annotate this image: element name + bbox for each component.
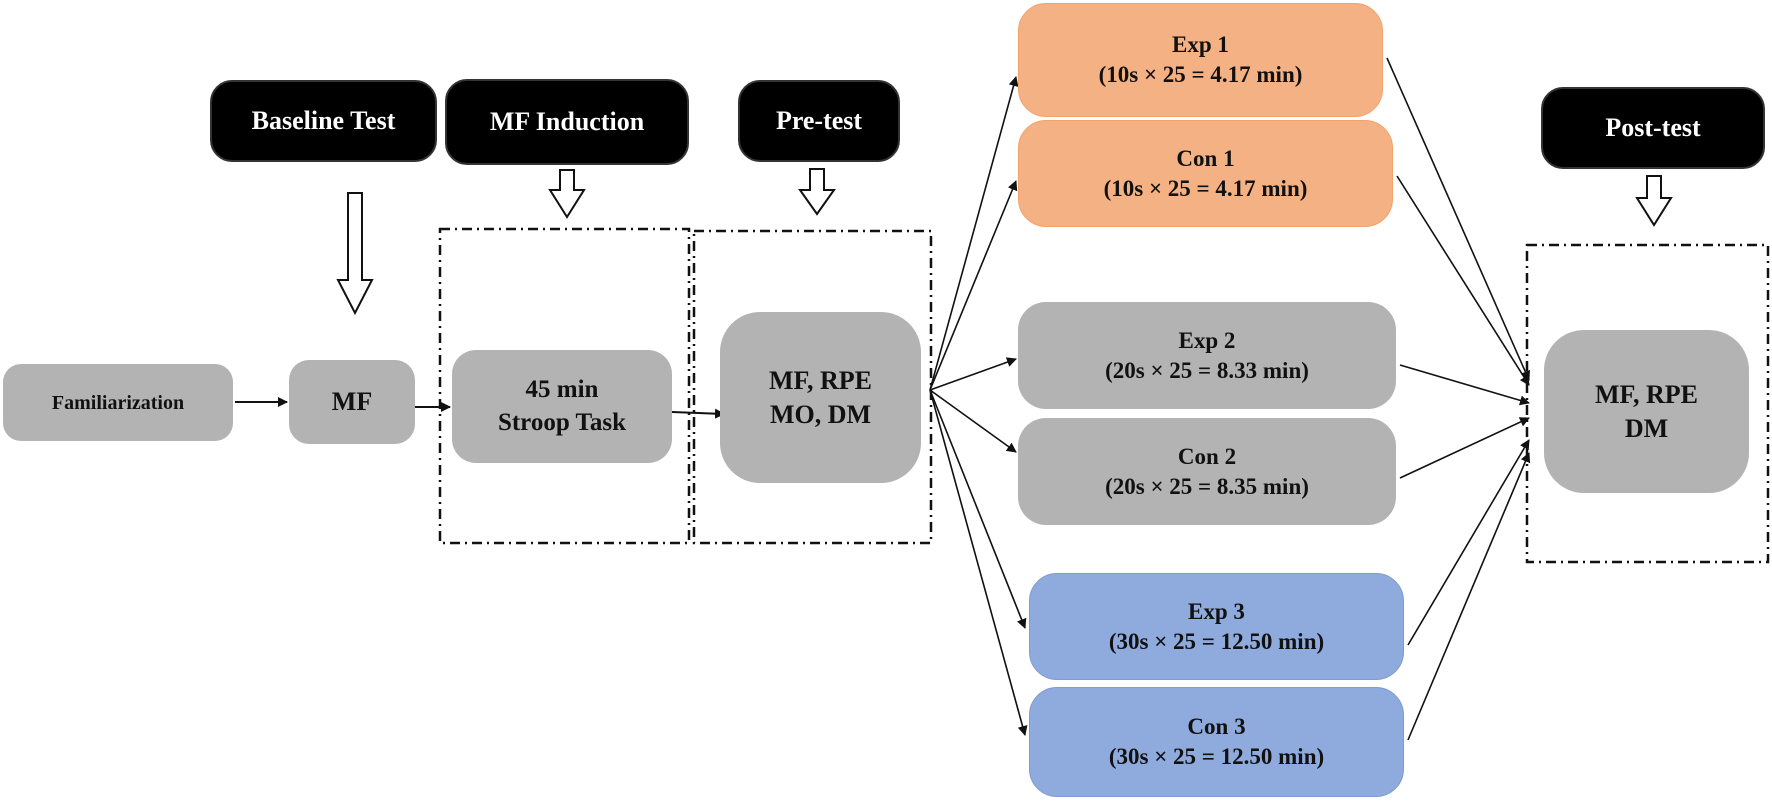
stroop-task-text: Stroop Task [497,408,627,436]
post-test-line-2: DM [1624,413,1669,443]
condition-detail: (10s × 25 = 4.17 min) [1098,62,1303,87]
post-test-node: MF, RPE DM [1544,330,1749,493]
arrow-pretest-exp2 [929,357,1017,391]
condition-title: Con 3 [1187,714,1246,740]
induction-down-arrow [548,169,586,219]
arrow-pretest-con1 [929,180,1018,391]
condition-title: Exp 3 [1188,598,1245,624]
condition-detail: (30s × 25 = 12.50 min) [1108,628,1325,654]
condition-detail: (30s × 25 = 12.50 min) [1108,744,1325,769]
stroop-duration: 45 min [525,376,599,403]
condition-detail: (20s × 25 = 8.35 min) [1105,473,1309,499]
pre-test-line-1: MF, RPE [768,365,873,395]
pretest-down-arrow [798,168,836,216]
condition-exp2-node: Exp 2 (20s × 25 = 8.33 min) [1018,302,1396,409]
post-test-label: Post-test [1541,87,1765,169]
arrow-pretest-exp1 [929,76,1019,391]
pre-test-label: Pre-test [738,80,900,162]
mf-induction-label: MF Induction [445,79,689,165]
stroop-task-node: 45 min Stroop Task [452,350,672,463]
condition-con1-node: Con 1 (10s × 25 = 4.17 min) [1018,120,1393,227]
condition-con3-node: Con 3 (30s × 25 = 12.50 min) [1029,687,1404,797]
mf-text: MF [331,387,373,417]
condition-title: Exp 2 [1178,327,1236,353]
pre-test-frame [692,229,933,545]
post-test-frame [1525,243,1770,564]
arrow-exp3-post [1407,439,1530,646]
arrow-stroop-pretest [671,408,725,419]
arrow-pretest-con2 [929,389,1017,453]
pre-test-node: MF, RPE MO, DM [720,312,921,483]
condition-title: Exp 1 [1172,32,1229,58]
posttest-down-arrow [1635,175,1673,227]
arrow-con1-post [1396,175,1530,386]
condition-detail: (10s × 25 = 4.17 min) [1103,175,1308,201]
condition-title: Con 2 [1177,443,1237,469]
baseline-test-label: Baseline Test [210,80,437,162]
arrow-pretest-con3 [929,389,1028,736]
mf-node: MF [289,360,415,444]
arrow-pretest-exp3 [929,389,1027,629]
arrow-con3-post [1407,452,1531,741]
post-test-line-1: MF, RPE [1594,379,1699,409]
pre-test-line-2: MO, DM [769,399,872,429]
mf-induction-frame [438,227,691,545]
arrow-exp2-post [1399,364,1530,406]
familiarization-text: Familiarization [51,391,185,414]
familiarization-node: Familiarization [3,364,233,441]
baseline-down-arrow [336,192,374,316]
condition-exp3-node: Exp 3 (30s × 25 = 12.50 min) [1029,573,1404,680]
condition-con2-node: Con 2 (20s × 25 = 8.35 min) [1018,418,1396,525]
arrow-exp1-post [1386,57,1530,381]
condition-title: Con 1 [1176,145,1235,171]
arrow-con2-post [1399,417,1530,479]
condition-exp1-node: Exp 1 (10s × 25 = 4.17 min) [1018,3,1383,117]
condition-detail: (20s × 25 = 8.33 min) [1105,357,1309,383]
